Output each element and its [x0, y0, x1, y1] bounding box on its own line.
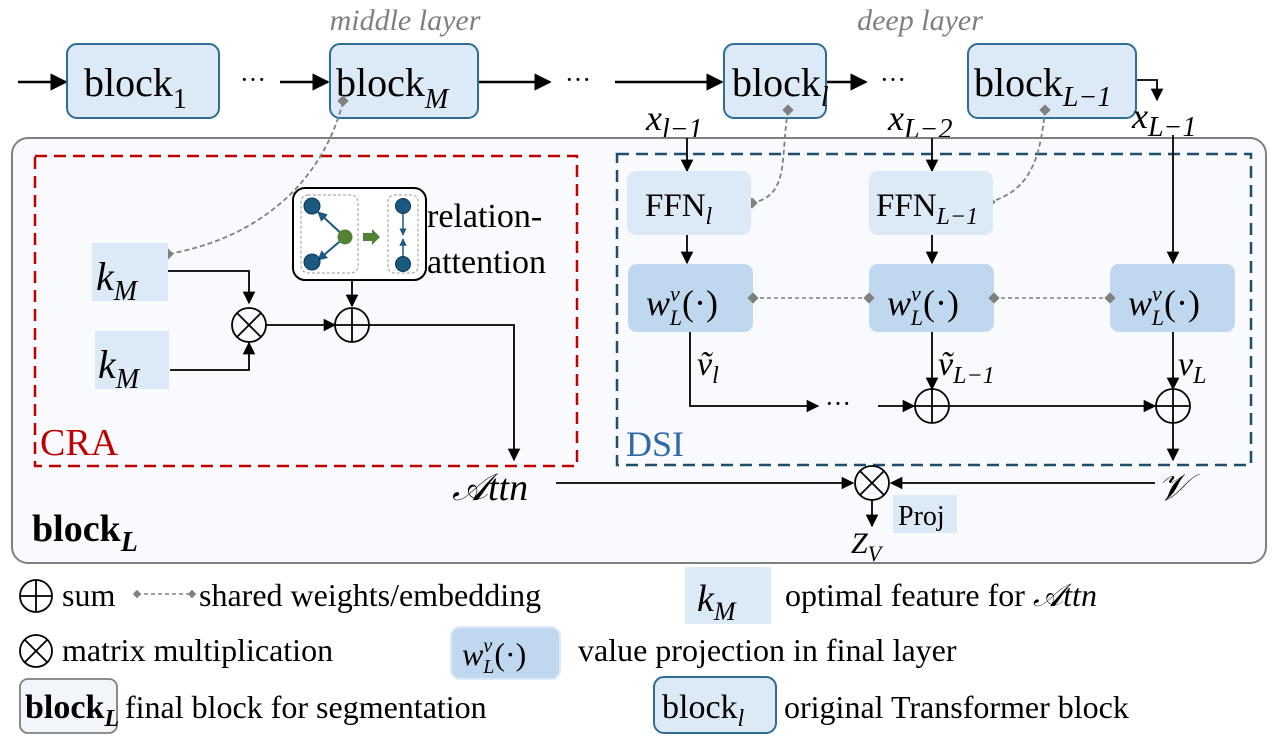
- legend-final-symbol: blockL: [19, 678, 119, 734]
- arrow-key1-to-matmul: [168, 270, 256, 305]
- ffn-L-minus-1: FFNL−1: [869, 171, 993, 235]
- proj-label: Proj: [898, 501, 945, 532]
- input-x-L-minus-1: xL−1: [1131, 96, 1196, 143]
- ellipsis-1: ···: [240, 65, 266, 94]
- legend-key-symbol: kM: [685, 567, 771, 626]
- svg-text:kM: kM: [98, 342, 141, 395]
- sum-icon: [1155, 388, 1191, 424]
- ellipsis-2: ···: [565, 65, 591, 94]
- arrow-key2-to-matmul: [170, 341, 256, 371]
- arrow-from-block-last: [1135, 79, 1164, 102]
- shared-link-block-l-to-ffn: [751, 109, 789, 204]
- block-l-minus-1: blockL−1: [967, 43, 1137, 119]
- middle-layer-label: middle layer: [330, 4, 481, 37]
- block-m: blockM: [329, 43, 479, 119]
- legend-final-desc: final block for segmentation: [125, 689, 487, 725]
- relation-attention-label-1: relation-: [427, 198, 542, 235]
- shared-diamond: [1104, 292, 1116, 304]
- dsi-ellipsis: ···: [825, 389, 851, 418]
- attn-output: 𝒜ttn: [452, 467, 528, 509]
- sum-icon: [914, 388, 950, 424]
- ffn-l: FFNl: [627, 171, 751, 235]
- proj-badge: [893, 495, 957, 533]
- svg-text:wvL(·): wvL(·): [462, 635, 526, 678]
- legend-sum-icon: [19, 579, 53, 613]
- svg-text:blockL: blockL: [25, 689, 119, 732]
- legend-sum-label: sum: [62, 577, 115, 613]
- svg-text:wvL(·): wvL(·): [887, 281, 959, 330]
- relation-attention-label-2: attention: [427, 244, 546, 281]
- shared-diamond: [1039, 104, 1051, 116]
- arrow-sum-to-attn: [369, 324, 521, 462]
- legend-shared-label: shared weights/embedding: [199, 577, 541, 613]
- svg-text:FFNL−1: FFNL−1: [876, 188, 978, 230]
- legend-shared-icon: [132, 589, 197, 599]
- dsi-title: DSI: [626, 424, 684, 464]
- z-v-output: ZV: [851, 527, 884, 566]
- svg-text:kM: kM: [96, 254, 139, 307]
- matmul-icon: [231, 307, 267, 343]
- input-x-l-minus-1: xl−1: [645, 98, 703, 145]
- svg-text:blockl: blockl: [732, 60, 829, 113]
- final-block-label: blockL: [32, 508, 138, 558]
- ellipsis-3: ···: [880, 65, 906, 94]
- svg-text:block1: block1: [84, 60, 187, 115]
- block-l: blockl: [723, 43, 829, 119]
- shared-diamond: [988, 292, 1000, 304]
- key-k-m-1: kM: [92, 243, 168, 307]
- cra-region: [33, 154, 579, 468]
- svg-text:kM: kM: [697, 578, 737, 626]
- value-v-tilde-L-minus-1: ṽL−1: [938, 346, 995, 389]
- block-1: block1: [66, 43, 220, 119]
- svg-text:wvL(·): wvL(·): [1128, 281, 1200, 330]
- svg-text:blockl: blockl: [662, 689, 745, 732]
- legend-key-desc: optimal feature for 𝒜ttn: [785, 577, 1097, 613]
- legend-orig-desc: original Transformer block: [784, 689, 1129, 725]
- shared-diamond: [863, 292, 875, 304]
- svg-text:wvL(·): wvL(·): [646, 281, 718, 330]
- deep-layer-label: deep layer: [857, 4, 983, 37]
- value-v-tilde-l: ṽl: [697, 346, 719, 389]
- arrow-v-l-to-ellipsis: [689, 332, 820, 413]
- svg-text:blockM: blockM: [336, 60, 450, 115]
- legend-orig-symbol: blockl: [653, 676, 777, 734]
- key-k-m-2: kM: [95, 331, 169, 395]
- svg-text:FFNl: FFNl: [645, 188, 713, 230]
- sum-icon: [334, 307, 370, 343]
- relation-attention-icon: [292, 187, 427, 281]
- cra-title: CRA: [40, 422, 119, 464]
- legend-proj-desc: value projection in final layer: [578, 632, 957, 668]
- legend-matmul-label: matrix multiplication: [62, 632, 333, 668]
- shared-link-block-m-to-key: [167, 101, 344, 255]
- value-v-L: vL: [1178, 346, 1206, 389]
- legend-matmul-icon: [19, 634, 53, 668]
- svg-text:blockL−1: blockL−1: [974, 60, 1111, 113]
- shared-diamond: [747, 292, 759, 304]
- dsi-region: [615, 152, 1253, 467]
